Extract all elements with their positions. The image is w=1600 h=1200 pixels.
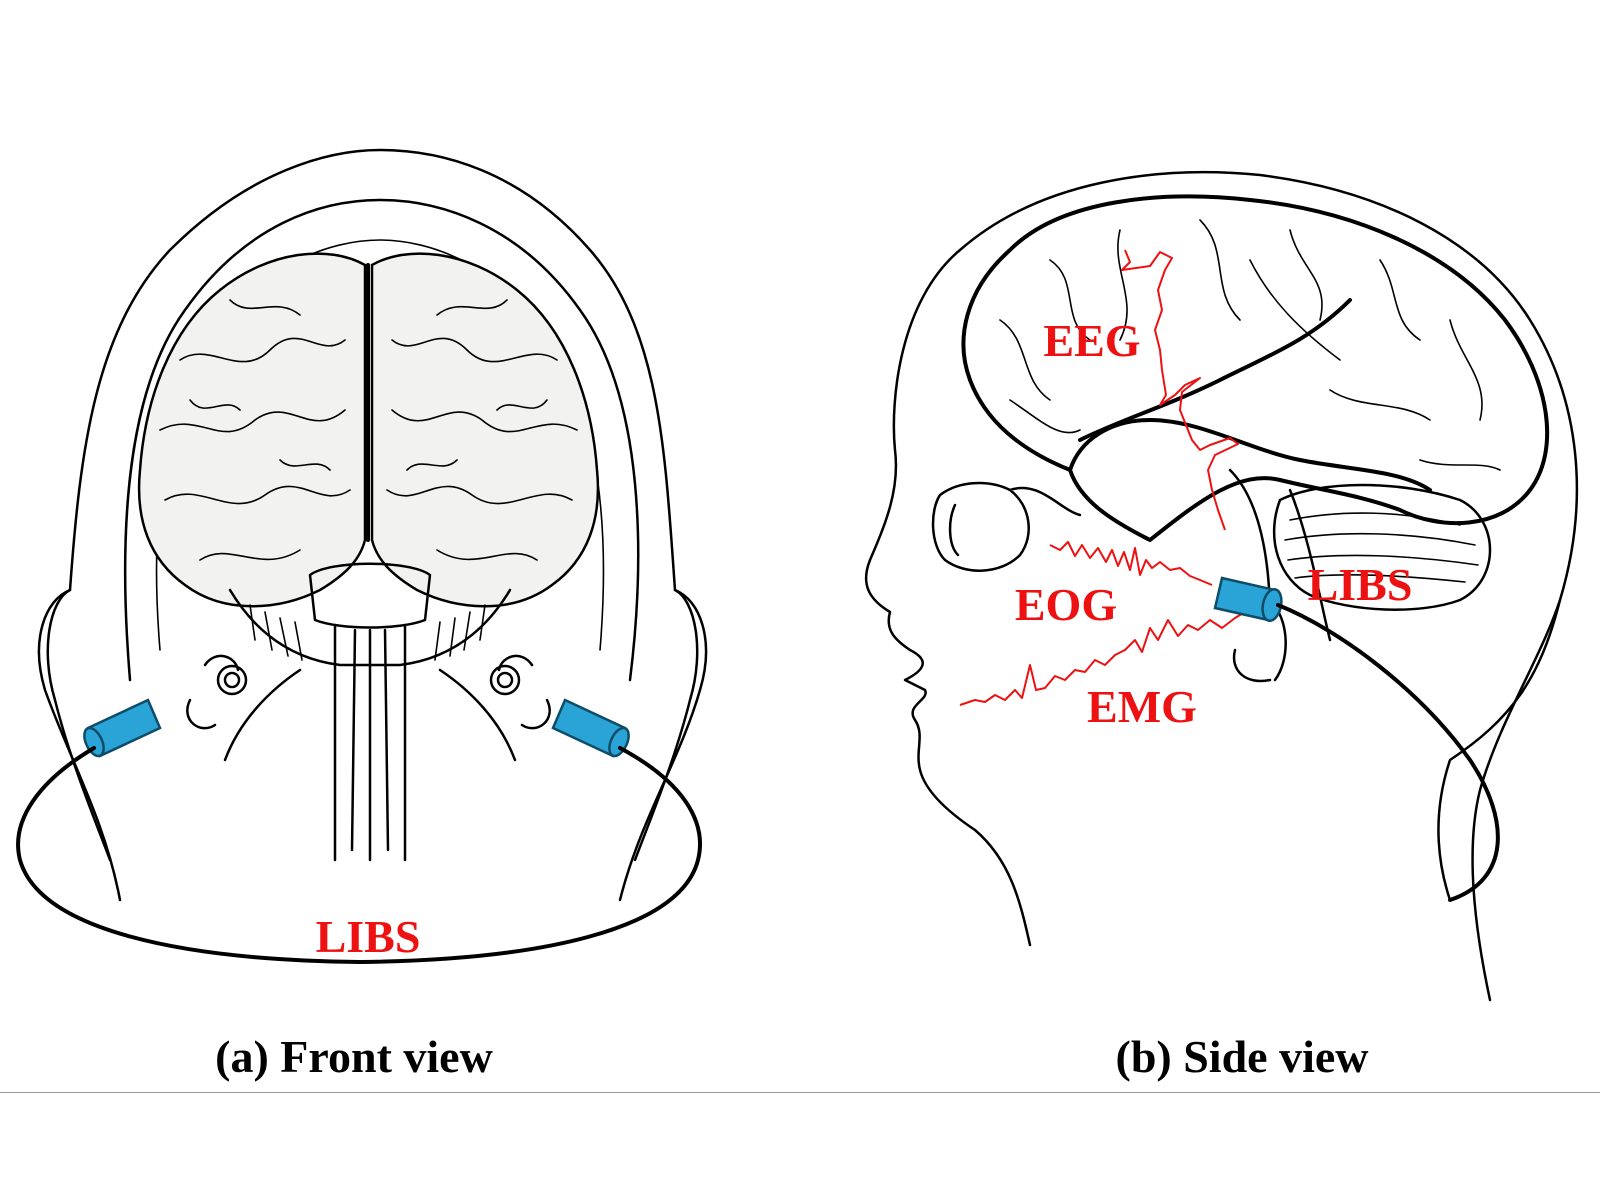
front-spinal-cord: [333, 623, 407, 862]
side-libs-cable: [1276, 603, 1500, 902]
front-right-gyri: [386, 299, 578, 561]
front-left-cochlea: [186, 654, 248, 730]
side-eye: [931, 481, 1082, 572]
front-neck-lines: [223, 668, 517, 762]
front-left-gyri: [159, 299, 351, 561]
front-head-outline: [37, 148, 708, 902]
side-view-panel: EEG EOG EMG LIBS (b) Side view: [864, 171, 1579, 1082]
side-earpiece: [1213, 576, 1283, 623]
eog-signal-trace: [1049, 541, 1213, 586]
emg-label: EMG: [1087, 681, 1197, 732]
front-right-cochlea: [489, 654, 551, 730]
eog-label: EOG: [1015, 579, 1117, 630]
front-skull-outline: [123, 198, 640, 682]
front-view-caption: (a) Front view: [215, 1031, 493, 1082]
side-libs-label: LIBS: [1308, 559, 1413, 610]
front-left-hemisphere: [137, 252, 367, 608]
emg-signal-trace: [959, 611, 1246, 706]
front-libs-label: LIBS: [316, 911, 421, 962]
bottom-divider: [0, 1092, 1600, 1093]
side-neck-back: [1437, 598, 1562, 902]
front-left-ear: [46, 588, 112, 862]
side-view-caption: (b) Side view: [1116, 1031, 1369, 1082]
side-brain-outline: [961, 194, 1550, 542]
front-view-panel: LIBS (a) Front view: [16, 148, 708, 1082]
eeg-signal-trace: [1121, 249, 1239, 531]
front-right-hemisphere: [370, 252, 600, 608]
front-libs-cable: [16, 746, 702, 964]
front-cerebellum-folia: [249, 604, 486, 661]
eeg-label: EEG: [1043, 315, 1140, 366]
front-right-ear: [633, 588, 699, 862]
front-pons: [308, 562, 432, 629]
side-cerebellum-folia: [1284, 512, 1479, 583]
side-cerebellum: [1272, 483, 1492, 611]
side-brain-sulci: [999, 219, 1501, 471]
